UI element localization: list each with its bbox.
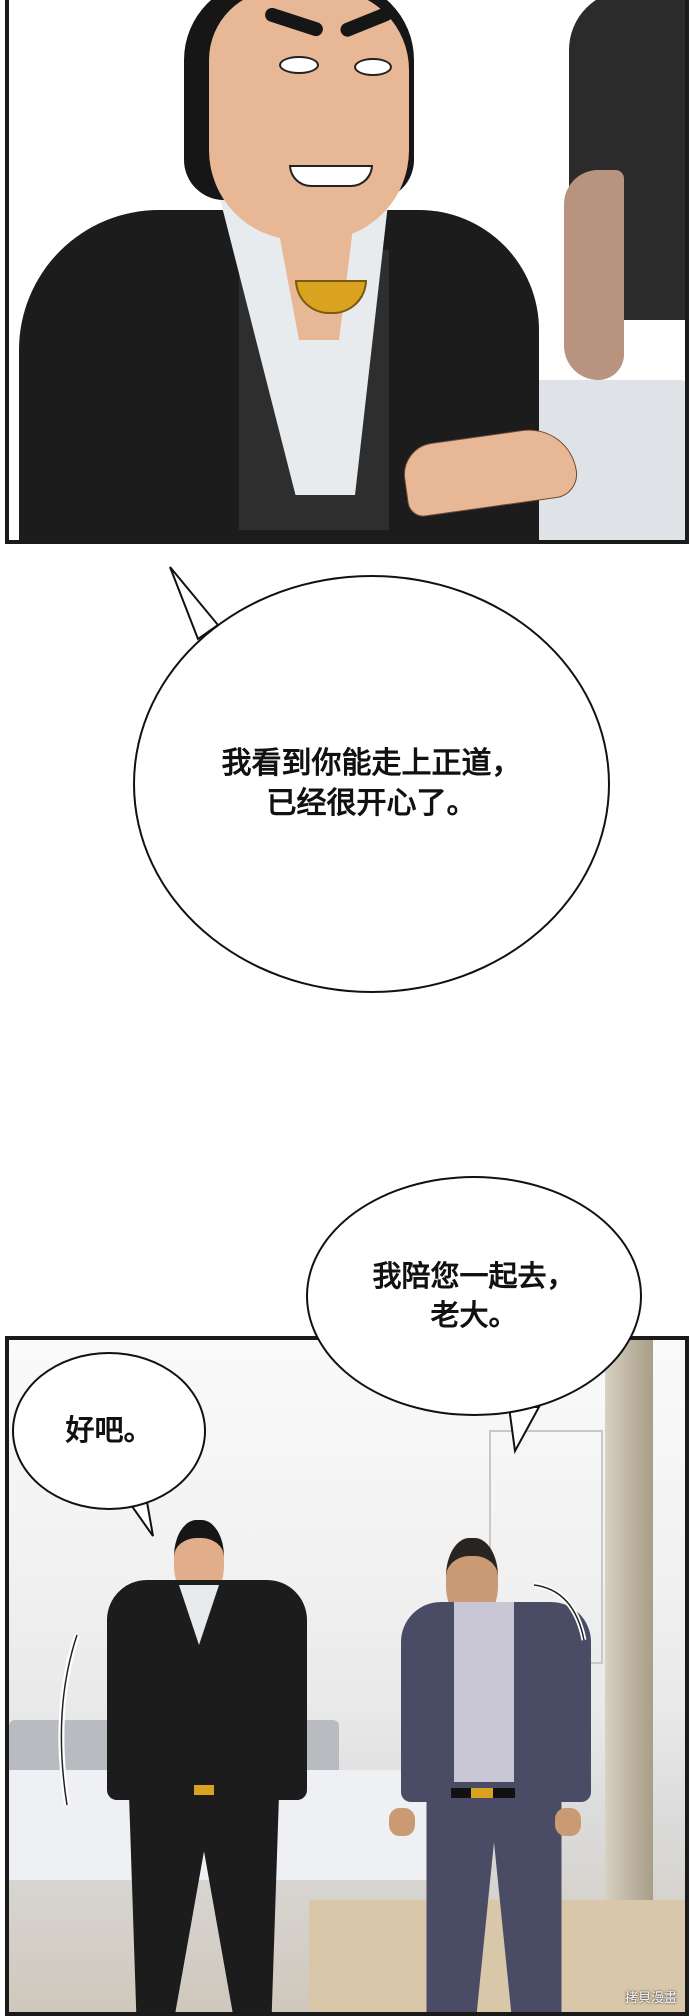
speech-bubble-1-text: 我看到你能走上正道， 已经很开心了。 (221, 745, 522, 822)
mouth-smile (289, 165, 373, 187)
speech-bubble-3-text: 好吧。 (65, 1413, 153, 1448)
eye-left (279, 56, 319, 74)
comic-panel-2: 拷貝漫畫 (5, 1336, 689, 2016)
motion-lines-left (58, 1634, 80, 1806)
comic-panel-1 (5, 0, 689, 544)
eye-right (354, 58, 392, 76)
right-figure-belt-buckle (471, 1788, 493, 1798)
watermark: 拷貝漫畫 (624, 1991, 677, 2006)
motion-lines-right (533, 1582, 587, 1641)
main-figure-face (209, 0, 409, 240)
right-figure-shirt (454, 1602, 514, 1782)
left-figure-belt-buckle (194, 1785, 214, 1795)
speech-bubble-2: 我陪您一起去， 老大。 (306, 1176, 642, 1416)
speech-bubble-1: 我看到你能走上正道， 已经很开心了。 (133, 575, 610, 993)
speech-bubble-2-text: 我陪您一起去， 老大。 (372, 1258, 576, 1332)
wood-floor (309, 1900, 685, 2012)
back-figure-ear (564, 170, 624, 380)
left-figure-legs (129, 1795, 279, 2012)
right-figure-fist-right (555, 1808, 581, 1836)
speech-bubble-3: 好吧。 (12, 1352, 206, 1510)
right-figure-fist-left (389, 1808, 415, 1836)
